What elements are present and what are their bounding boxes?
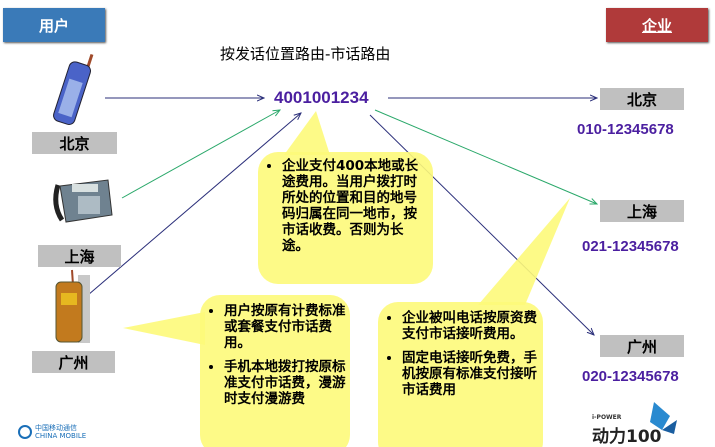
route-line-shanghai-out (374, 109, 597, 204)
enterprise-city-beijing: 北京 (600, 88, 684, 110)
callout-center: 企业支付400本地或长途费用。当用户拨打时所处的位置和目的地号码归属在同一地市，… (266, 158, 426, 262)
desk-phone-icon (53, 179, 113, 223)
callout-right-item: 固定电话接听免费，手机按原有标准支付接听市话费用 (402, 350, 538, 398)
enterprise-city-shanghai: 上海 (600, 200, 684, 222)
route-line-guangzhou-out (369, 114, 594, 335)
callout-shapes (123, 111, 570, 447)
china-mobile-wordmark: 中国移动通信 CHINA MOBILE (35, 424, 86, 440)
callout-center-bg (258, 152, 433, 284)
callout-left: 用户按原有计费标准或套餐支付市话费用。手机本地拨打按原标准支付市话费，漫游时支付… (208, 303, 346, 415)
callout-left-pointer (123, 312, 205, 345)
hotline-number: 4001001234 (274, 88, 369, 107)
china-mobile-en: CHINA MOBILE (35, 432, 87, 440)
callout-left-bg (200, 295, 350, 447)
user-city-guangzhou: 广州 (32, 351, 115, 373)
mobile-phone-icon (53, 53, 94, 125)
china-mobile-cn: 中国移动通信 (35, 424, 77, 432)
enterprise-number-beijing: 010-12345678 (577, 121, 674, 138)
enterprise-header: 企业 (606, 8, 708, 42)
callout-left-item: 手机本地拨打按原标准支付市话费，漫游时支付漫游费 (224, 359, 346, 407)
ipower-mark-icon (650, 402, 677, 434)
route-line-shanghai-in (121, 110, 280, 199)
user-city-shanghai: 上海 (38, 245, 121, 267)
route-line-guangzhou-in (87, 113, 301, 296)
callout-center-pointer (284, 111, 330, 155)
callout-right-bg (378, 302, 543, 447)
china-mobile-icon (18, 425, 32, 439)
ipower-main: 动力100 (592, 427, 662, 447)
enterprise-number-guangzhou: 020-12345678 (582, 368, 679, 385)
callout-right-pointer (478, 198, 570, 305)
user-header: 用户 (3, 8, 105, 42)
callout-center-item: 企业支付400本地或长途费用。当用户拨打时所处的位置和目的地号码归属在同一地市，… (282, 158, 426, 254)
user-header-label: 用户 (38, 16, 69, 35)
ipower-logo: i-POWER 动力100 (592, 400, 687, 447)
enterprise-number-shanghai: 021-12345678 (582, 238, 679, 255)
ipower-top: i-POWER (592, 414, 622, 421)
cell-phone-icon (55, 269, 90, 343)
callout-left-item: 用户按原有计费标准或套餐支付市话费用。 (224, 303, 346, 351)
callout-right: 企业被叫电话按原资费支付市话接听费用。固定电话接听免费，手机按原有标准支付接听市… (386, 310, 538, 406)
china-mobile-logo: 中国移动通信 CHINA MOBILE (18, 424, 86, 440)
user-city-beijing: 北京 (32, 132, 117, 154)
page-title: 按发话位置路由-市话路由 (220, 45, 391, 63)
callout-right-item: 企业被叫电话按原资费支付市话接听费用。 (402, 310, 538, 342)
enterprise-city-guangzhou: 广州 (600, 335, 684, 357)
enterprise-header-label: 企业 (641, 16, 672, 35)
